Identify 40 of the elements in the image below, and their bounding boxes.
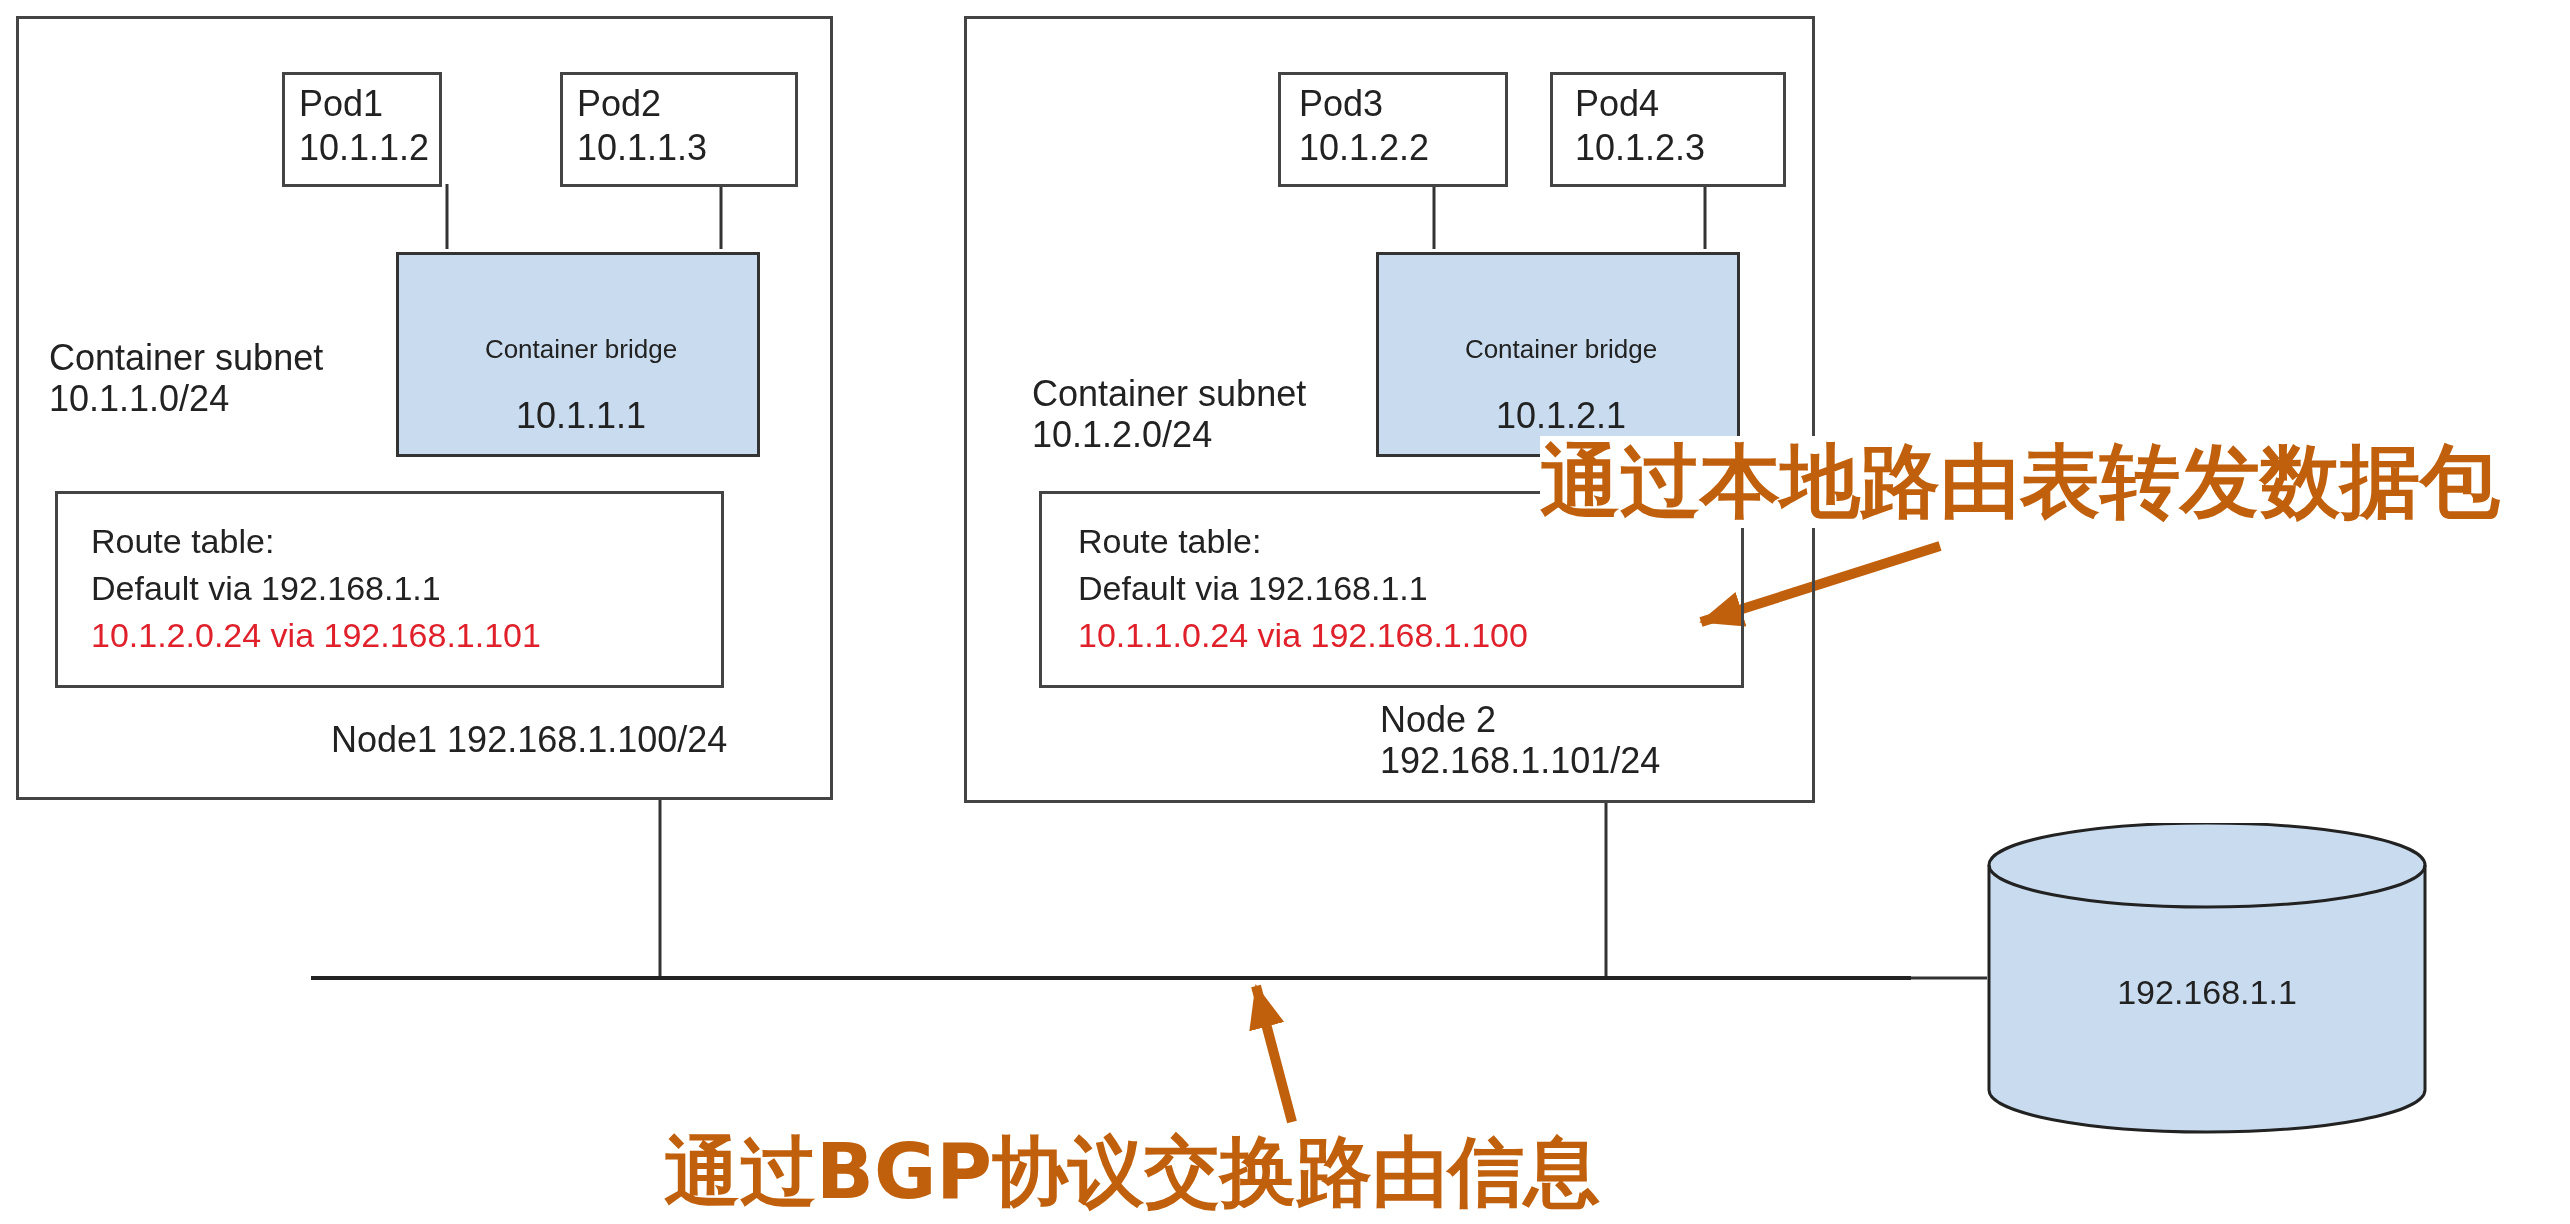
ip-address: 10.1.2.3 [1575, 127, 1706, 169]
pod-box [560, 72, 798, 187]
ip-address: 192.168.1.1 [2116, 973, 2298, 1013]
route-entry: 10.1.1.0.24 via 192.168.1.100 [1078, 616, 1528, 656]
host-box [16, 16, 833, 800]
ip-address: 10.1.2.2 [1299, 127, 1430, 169]
pod-name: Pod4 [1575, 83, 1660, 125]
pod-box [1278, 72, 1508, 187]
connector-line [1432, 184, 1436, 249]
connector-line [658, 800, 662, 976]
bridge-name: Container bridge [1463, 335, 1659, 365]
connector-line [1604, 803, 1608, 976]
host-label: Node1 192.168.1.100/24 [331, 719, 728, 761]
connector-line [445, 184, 449, 249]
pod-name: Pod2 [577, 83, 662, 125]
connector-line [1911, 976, 1987, 980]
route-table-box [55, 491, 724, 688]
bridge-name: Container bridge [483, 335, 679, 365]
route-entry: Default via 192.168.1.1 [1078, 569, 1428, 609]
table-heading: Route table: [91, 522, 275, 562]
subnet-label: Container subnet 10.1.2.0/24 [1032, 373, 1308, 456]
bridge-box [396, 252, 760, 457]
pod-box [1550, 72, 1786, 187]
ip-address: 10.1.1.2 [299, 127, 430, 169]
pod-name: Pod3 [1299, 83, 1384, 125]
pod-name: Pod1 [299, 83, 384, 125]
pod-box [282, 72, 442, 187]
annotation-text: 通过本地路由表转发数据包 [1540, 436, 2500, 528]
route-entry: Default via 192.168.1.1 [91, 569, 441, 609]
arrow [1699, 541, 1942, 627]
route-entry: 10.1.2.0.24 via 192.168.1.101 [91, 616, 541, 656]
ip-address: 10.1.2.1 [1494, 395, 1628, 437]
connector-line [1703, 184, 1707, 249]
ip-address: 10.1.1.3 [577, 127, 708, 169]
table-heading: Route table: [1078, 522, 1262, 562]
host-label: Node 2 192.168.1.101/24 [1380, 699, 1662, 782]
arrow [1249, 984, 1297, 1124]
subnet-label: Container subnet 10.1.1.0/24 [49, 337, 325, 420]
ip-address: 10.1.1.1 [514, 395, 648, 437]
connector-line [719, 184, 723, 249]
